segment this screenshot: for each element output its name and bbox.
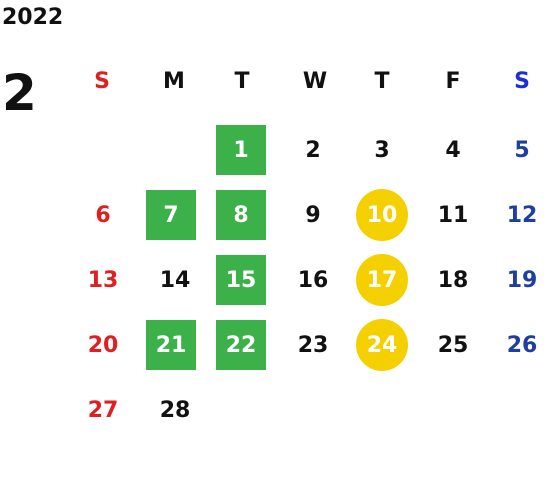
day-cell[interactable]: 28 xyxy=(159,397,191,423)
day-cell[interactable]: 5 xyxy=(514,137,530,163)
day-cell[interactable]: 26 xyxy=(506,332,538,358)
day-cell[interactable]: 12 xyxy=(506,202,538,228)
day-cell[interactable]: 10 xyxy=(356,189,408,241)
day-cell[interactable]: 4 xyxy=(445,137,461,163)
day-cell[interactable]: 24 xyxy=(356,319,408,371)
day-cell[interactable]: 25 xyxy=(437,332,469,358)
day-cell[interactable]: 27 xyxy=(87,397,119,423)
day-cell[interactable]: 17 xyxy=(356,254,408,306)
weekday-monday: M xyxy=(163,68,185,94)
day-cell[interactable]: 13 xyxy=(87,267,119,293)
day-cell[interactable]: 21 xyxy=(146,320,196,370)
weekday-friday: F xyxy=(445,68,461,94)
weekday-saturday: S xyxy=(514,68,530,94)
day-cell[interactable]: 16 xyxy=(297,267,329,293)
day-cell[interactable]: 22 xyxy=(216,320,266,370)
day-cell[interactable]: 9 xyxy=(305,202,321,228)
day-cell[interactable]: 20 xyxy=(87,332,119,358)
day-cell[interactable]: 11 xyxy=(437,202,469,228)
day-cell[interactable]: 2 xyxy=(305,137,321,163)
weekday-thursday: T xyxy=(374,68,390,94)
day-cell[interactable]: 3 xyxy=(374,137,390,163)
day-cell[interactable]: 8 xyxy=(216,190,266,240)
year-label: 2022 xyxy=(2,5,64,30)
day-cell[interactable]: 18 xyxy=(437,267,469,293)
day-cell[interactable]: 19 xyxy=(506,267,538,293)
day-cell[interactable]: 14 xyxy=(159,267,191,293)
weekday-sunday: S xyxy=(94,68,110,94)
day-cell[interactable]: 15 xyxy=(216,255,266,305)
day-cell[interactable]: 23 xyxy=(297,332,329,358)
day-cell[interactable]: 6 xyxy=(95,202,111,228)
weekday-wednesday: W xyxy=(302,68,328,94)
day-cell[interactable]: 7 xyxy=(146,190,196,240)
weekday-tuesday: T xyxy=(234,68,250,94)
month-number: 2 xyxy=(2,64,37,122)
day-cell[interactable]: 1 xyxy=(216,125,266,175)
